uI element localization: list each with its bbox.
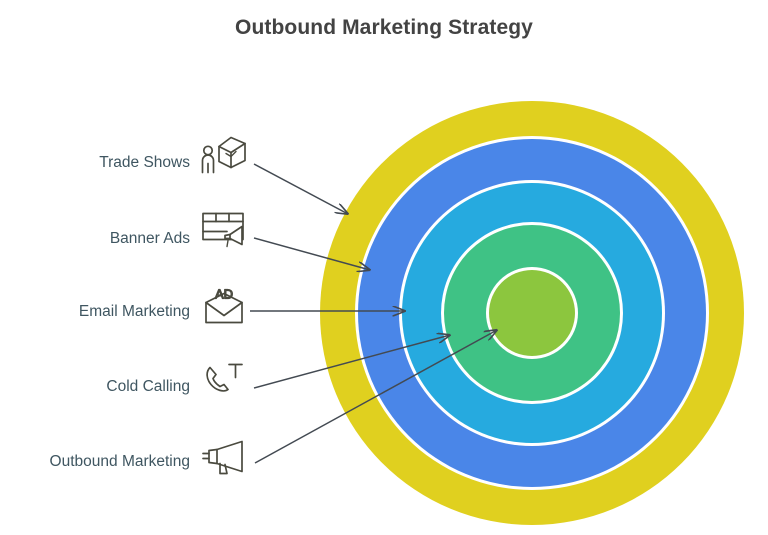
page-title: Outbound Marketing Strategy (235, 16, 533, 39)
billboard-megaphone-icon (197, 206, 251, 259)
megaphone-icon (198, 434, 252, 487)
label-cold-calling[interactable]: Cold Calling (106, 378, 190, 395)
label-trade-shows[interactable]: Trade Shows (99, 154, 190, 171)
arrow-trade-shows (253, 163, 348, 214)
phone-handset-icon (197, 354, 251, 407)
label-outbound-marketing[interactable]: Outbound Marketing (49, 453, 190, 470)
arrow-banner-ads (253, 237, 370, 270)
envelope-ad-icon: AD (197, 284, 251, 337)
arrow-cold-calling (253, 335, 450, 389)
svg-text:AD: AD (215, 287, 233, 302)
label-email-marketing[interactable]: Email Marketing (78, 303, 190, 320)
ring-outbound-marketing[interactable] (489, 270, 575, 356)
arrow-outbound-marketing (254, 330, 497, 464)
trade-show-booth-icon (197, 134, 251, 187)
label-banner-ads[interactable]: Banner Ads (109, 230, 190, 247)
